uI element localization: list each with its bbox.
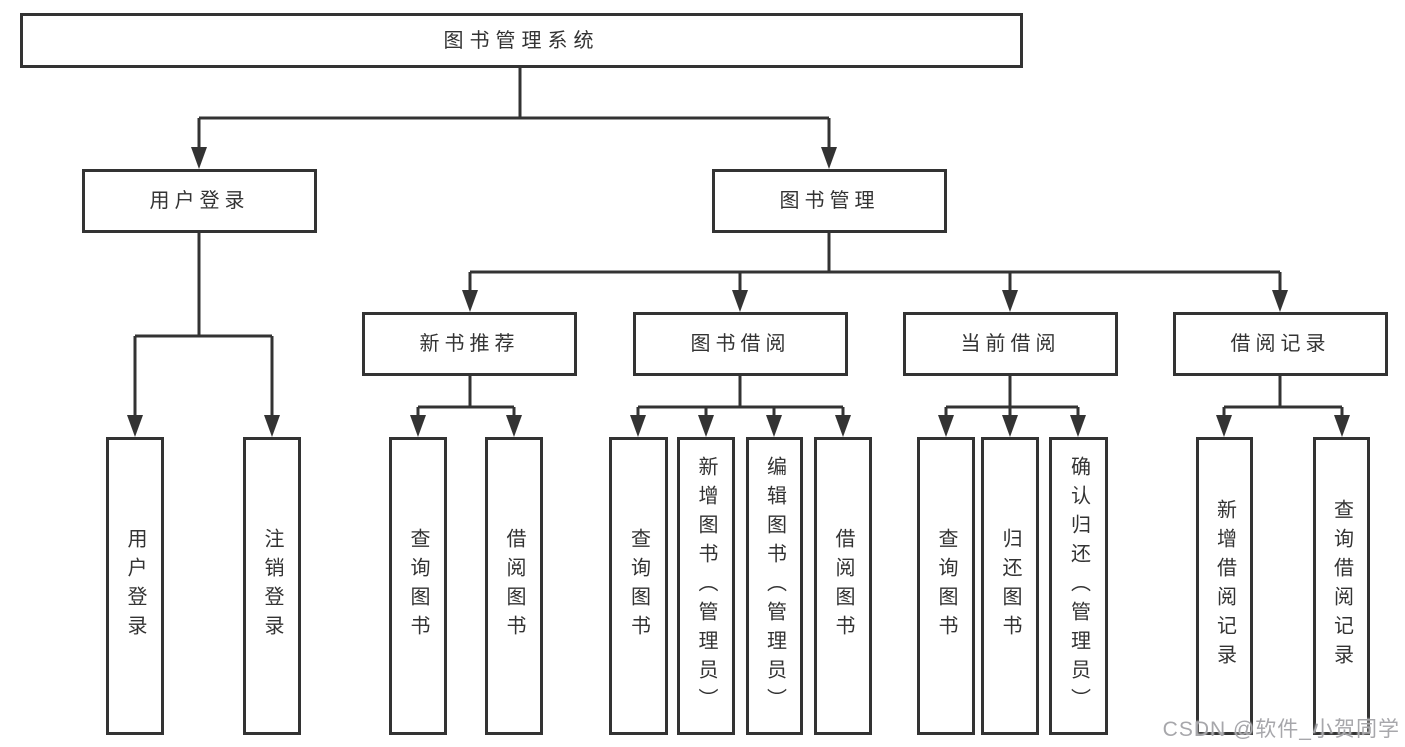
node-label: 当前借阅 (960, 333, 1061, 355)
node-label: 新书推荐 (419, 333, 520, 355)
node-label: 图书借阅 (690, 333, 791, 355)
diagram-node-borrow-records: 借阅记录 (1173, 312, 1388, 376)
diagram-node-leaf-logout: 注销登录 (243, 437, 301, 735)
diagram-node-leaf-query-book-2: 查询图书 (609, 437, 668, 735)
diagram-node-leaf-confirm-return: 确认归还（管理员） (1049, 437, 1108, 735)
node-label: 查询借阅记录 (1330, 499, 1353, 673)
node-label: 确认归还（管理员） (1067, 455, 1090, 717)
diagram-node-leaf-return-book: 归还图书 (981, 437, 1039, 735)
diagram-node-system: 图书管理系统 (20, 13, 1023, 68)
node-label: 新增图书（管理员） (695, 455, 717, 717)
node-label: 图书管理 (779, 190, 880, 212)
node-label: 查询图书 (935, 528, 957, 644)
node-label: 查询图书 (627, 528, 650, 644)
node-label: 用户登录 (124, 528, 146, 644)
diagram-node-user-login: 用户登录 (82, 169, 317, 233)
node-label: 用户登录 (149, 190, 250, 212)
diagram-node-leaf-query-record: 查询借阅记录 (1313, 437, 1370, 735)
node-label: 借阅记录 (1230, 333, 1331, 355)
diagram-node-leaf-query-book-3: 查询图书 (917, 437, 975, 735)
diagram-node-leaf-borrow-book-1: 借阅图书 (485, 437, 543, 735)
node-label: 编辑图书（管理员） (763, 455, 786, 717)
node-label: 借阅图书 (832, 528, 854, 644)
node-label: 图书管理系统 (443, 29, 600, 52)
diagram-node-leaf-edit-book: 编辑图书（管理员） (746, 437, 803, 735)
node-label: 注销登录 (261, 528, 283, 644)
node-label: 查询图书 (407, 528, 429, 644)
diagram-node-book-borrow: 图书借阅 (633, 312, 848, 376)
node-label: 归还图书 (999, 528, 1021, 644)
node-label: 新增借阅记录 (1213, 499, 1236, 673)
diagram-node-leaf-query-book-1: 查询图书 (389, 437, 447, 735)
node-label: 借阅图书 (503, 528, 525, 644)
diagram-node-leaf-add-record: 新增借阅记录 (1196, 437, 1253, 735)
diagram-node-leaf-user-login: 用户登录 (106, 437, 164, 735)
diagram-node-new-book-recommend: 新书推荐 (362, 312, 577, 376)
diagram-node-leaf-add-book: 新增图书（管理员） (677, 437, 735, 735)
diagram-node-current-borrow: 当前借阅 (903, 312, 1118, 376)
diagram-node-book-management: 图书管理 (712, 169, 947, 233)
diagram-node-leaf-borrow-book-2: 借阅图书 (814, 437, 872, 735)
